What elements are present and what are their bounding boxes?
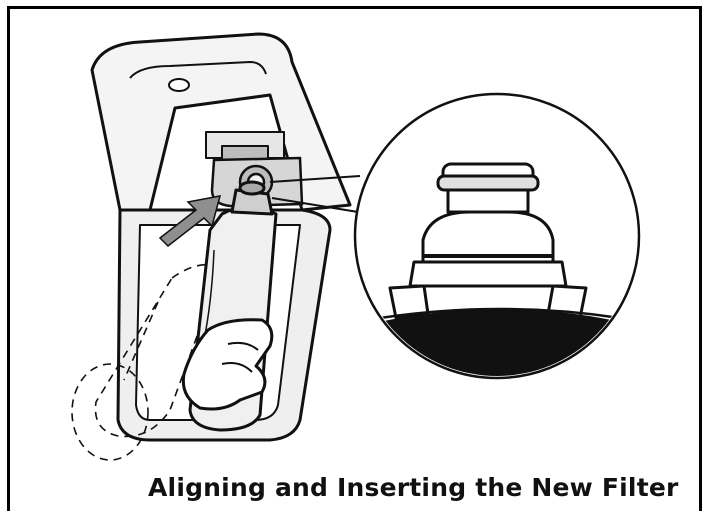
zoom-callout: [350, 94, 650, 400]
figure-caption: Aligning and Inserting the New Filter: [148, 473, 679, 502]
